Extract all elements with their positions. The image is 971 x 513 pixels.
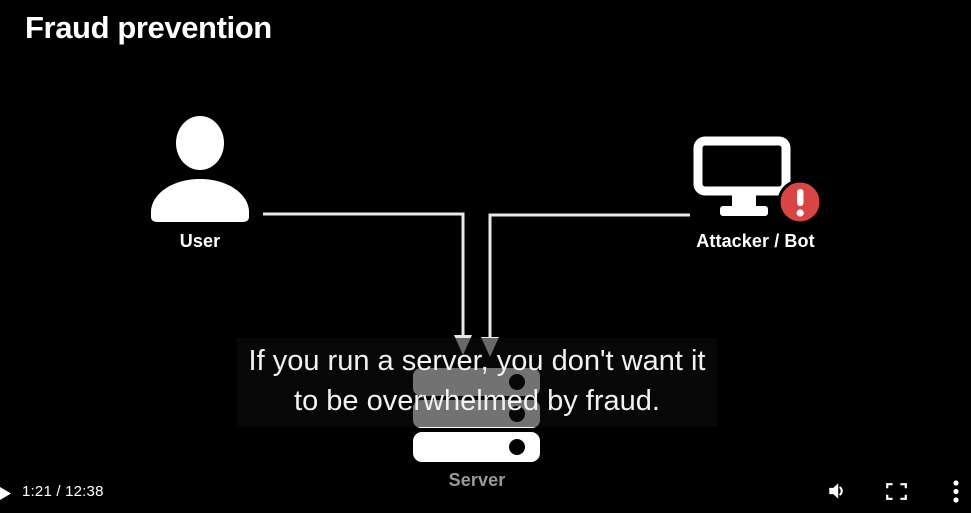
slide-title: Fraud prevention	[25, 10, 272, 45]
caption-line-1: If you run a server, you don't want it	[248, 345, 706, 377]
person-icon	[151, 116, 249, 222]
user-node-label: User	[179, 231, 221, 251]
time-display: 1:21 / 12:38	[22, 483, 104, 500]
volume-icon[interactable]	[826, 480, 849, 502]
attacker-node-label: Attacker / Bot	[696, 231, 815, 251]
fullscreen-icon[interactable]	[886, 483, 907, 500]
play-icon[interactable]	[0, 487, 12, 500]
server-node-label: Server	[448, 470, 506, 490]
monitor-warning-icon	[693, 136, 821, 225]
kebab-menu-icon[interactable]	[950, 480, 962, 503]
caption-text: If you run a server, you don't want it t…	[236, 338, 718, 427]
caption-line-2: to be overwhelmed by fraud.	[294, 385, 660, 417]
